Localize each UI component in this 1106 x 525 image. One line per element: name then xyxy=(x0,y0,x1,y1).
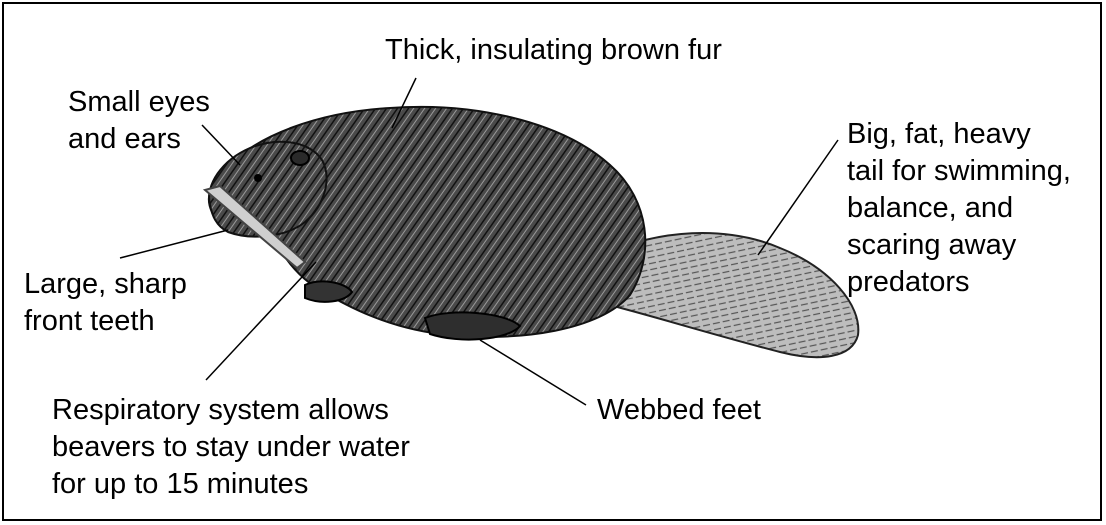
label-eyes-ears: Small eyes and ears xyxy=(68,84,210,158)
leader-feet xyxy=(480,340,586,405)
leader-respiratory xyxy=(206,262,316,380)
leader-tail xyxy=(758,140,838,255)
leader-teeth xyxy=(120,230,228,258)
label-feet: Webbed feet xyxy=(597,392,761,429)
label-teeth: Large, sharp front teeth xyxy=(24,266,187,340)
label-fur: Thick, insulating brown fur xyxy=(385,32,722,69)
beaver-ear xyxy=(291,151,309,165)
label-tail: Big, fat, heavy tail for swimming, balan… xyxy=(847,116,1071,301)
beaver-eye xyxy=(254,174,262,182)
label-respiratory: Respiratory system allows beavers to sta… xyxy=(52,392,410,503)
